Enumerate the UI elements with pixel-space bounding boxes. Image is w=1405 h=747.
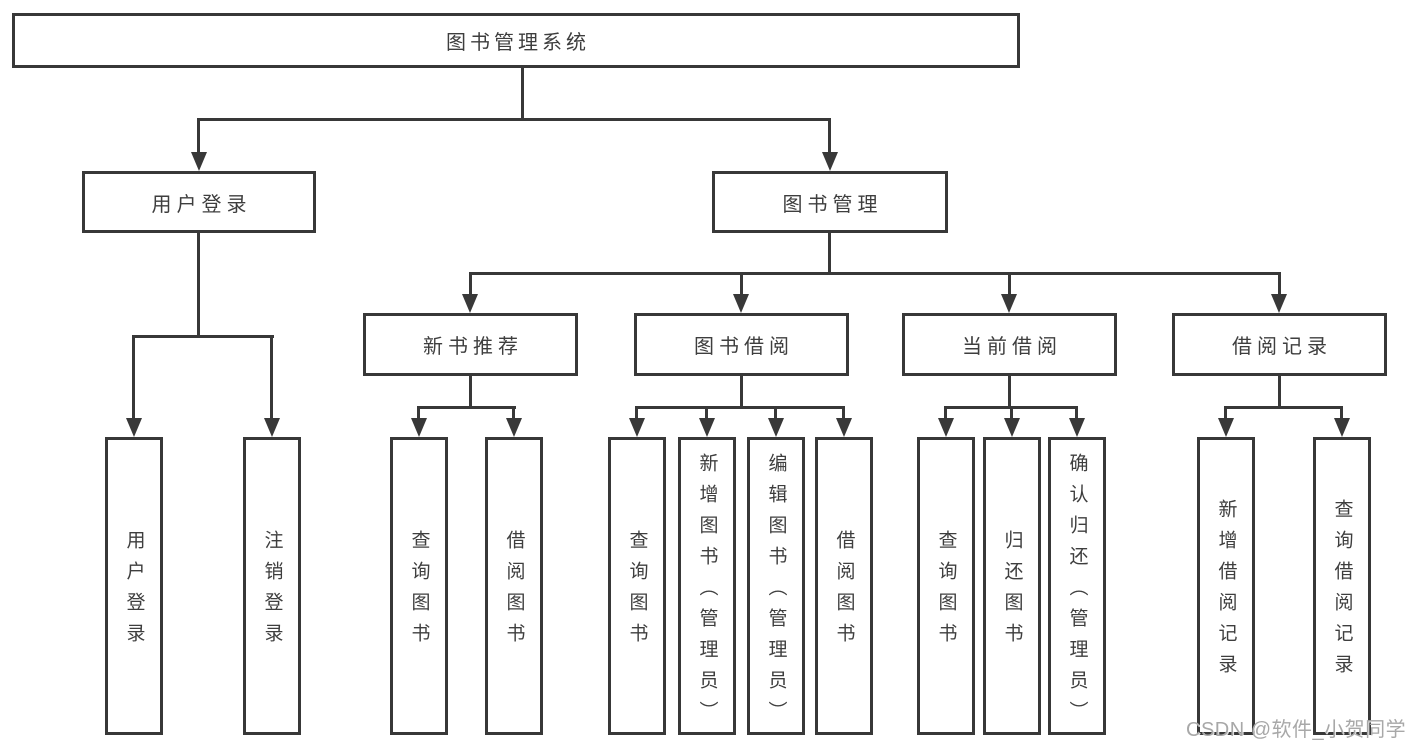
node-label: 编辑图书（管理员） bbox=[765, 452, 787, 732]
arrowhead-login bbox=[126, 418, 142, 437]
arrowhead-logout bbox=[264, 418, 280, 437]
arrow-line-nb-query-books bbox=[417, 406, 420, 418]
node-label: 注销登录 bbox=[261, 530, 283, 654]
arrow-line-cb-confirm-return bbox=[1075, 406, 1078, 418]
book-management-stub-line bbox=[828, 233, 831, 272]
node-label: 新增图书（管理员） bbox=[696, 452, 718, 732]
csdn-watermark: CSDN @软件_小贺同学 bbox=[1186, 719, 1405, 741]
node-label: 用户登录 bbox=[151, 193, 252, 216]
leaf-cb-confirm-return-admin: 确认归还（管理员） bbox=[1048, 437, 1106, 735]
arrow-line-user-login bbox=[197, 118, 200, 152]
node-label: 当前借阅 bbox=[962, 336, 1062, 358]
leaf-bb-query-books: 查询图书 bbox=[608, 437, 666, 735]
arrow-line-book-management bbox=[828, 118, 831, 152]
arrowhead-bb-add-books bbox=[699, 418, 715, 437]
node-label: 图书管理 bbox=[782, 193, 883, 216]
root-split-line bbox=[197, 118, 831, 121]
node-label: 新书推荐 bbox=[423, 336, 523, 358]
leaf-nb-borrow-books: 借阅图书 bbox=[485, 437, 543, 735]
arrow-line-borrowing-records bbox=[1278, 272, 1281, 294]
arrow-line-cb-query-books bbox=[944, 406, 947, 418]
arrow-line-br-add-record bbox=[1224, 406, 1227, 418]
node-label: 查询图书 bbox=[935, 530, 957, 654]
arrowhead-br-query-record bbox=[1334, 418, 1350, 437]
arrow-line-bb-borrow-books bbox=[842, 406, 845, 418]
arrow-line-new-book-recommend bbox=[469, 272, 472, 294]
arrow-line-bb-edit-books bbox=[774, 406, 777, 418]
node-label: 借阅图书 bbox=[833, 530, 855, 654]
arrow-line-logout bbox=[270, 335, 273, 418]
node-book-borrowing: 图书借阅 bbox=[634, 313, 849, 376]
new-book-recommend-split-line bbox=[417, 406, 516, 409]
arrow-line-book-borrowing bbox=[740, 272, 743, 294]
node-label: 归还图书 bbox=[1001, 530, 1023, 654]
root-stub-line bbox=[521, 68, 524, 118]
node-borrowing-records: 借阅记录 bbox=[1172, 313, 1387, 376]
leaf-br-add-borrowing-record: 新增借阅记录 bbox=[1197, 437, 1255, 735]
node-label: 查询图书 bbox=[626, 530, 648, 654]
new-book-recommend-stub-line bbox=[469, 376, 472, 406]
arrowhead-bb-query-books bbox=[629, 418, 645, 437]
arrow-line-current-borrowing bbox=[1008, 272, 1011, 294]
arrowhead-br-add-record bbox=[1218, 418, 1234, 437]
node-label: 查询图书 bbox=[408, 530, 430, 654]
arrowhead-cb-return-books bbox=[1004, 418, 1020, 437]
borrowing-records-stub-line bbox=[1278, 376, 1281, 406]
node-current-borrowing: 当前借阅 bbox=[902, 313, 1117, 376]
user-login-split-line bbox=[132, 335, 274, 338]
arrowhead-book-borrowing bbox=[733, 294, 749, 313]
arrowhead-nb-borrow-books bbox=[506, 418, 522, 437]
leaf-cb-return-books: 归还图书 bbox=[983, 437, 1041, 735]
node-user-login: 用户登录 bbox=[82, 171, 316, 233]
leaf-logout: 注销登录 bbox=[243, 437, 301, 735]
node-label: 图书管理系统 bbox=[446, 32, 590, 54]
arrowhead-bb-borrow-books bbox=[836, 418, 852, 437]
node-label: 图书借阅 bbox=[694, 336, 794, 358]
arrowhead-current-borrowing bbox=[1001, 294, 1017, 313]
leaf-bb-edit-books-admin: 编辑图书（管理员） bbox=[747, 437, 805, 735]
node-label: 确认归还（管理员） bbox=[1066, 452, 1088, 732]
node-label: 查询借阅记录 bbox=[1331, 499, 1353, 685]
book-borrowing-stub-line bbox=[740, 376, 743, 406]
leaf-user-login: 用户登录 bbox=[105, 437, 163, 735]
book-management-split-line bbox=[469, 272, 1281, 275]
node-label: 新增借阅记录 bbox=[1215, 499, 1237, 685]
arrowhead-cb-confirm-return bbox=[1069, 418, 1085, 437]
arrowhead-user-login bbox=[191, 152, 207, 171]
arrow-line-login bbox=[132, 335, 135, 418]
arrowhead-cb-query-books bbox=[938, 418, 954, 437]
node-label: 借阅图书 bbox=[503, 530, 525, 654]
arrowhead-borrowing-records bbox=[1271, 294, 1287, 313]
arrow-line-cb-return-books bbox=[1010, 406, 1013, 418]
arrow-line-bb-add-books bbox=[705, 406, 708, 418]
arrow-line-nb-borrow-books bbox=[512, 406, 515, 418]
arrow-line-bb-query-books bbox=[635, 406, 638, 418]
node-book-management: 图书管理 bbox=[712, 171, 948, 233]
leaf-br-query-borrowing-record: 查询借阅记录 bbox=[1313, 437, 1371, 735]
arrowhead-new-book-recommend bbox=[462, 294, 478, 313]
node-library-management-system: 图书管理系统 bbox=[12, 13, 1020, 68]
node-new-book-recommend: 新书推荐 bbox=[363, 313, 578, 376]
arrowhead-bb-edit-books bbox=[768, 418, 784, 437]
book-borrowing-split-line bbox=[635, 406, 844, 409]
leaf-bb-borrow-books: 借阅图书 bbox=[815, 437, 873, 735]
user-login-stub-line bbox=[197, 233, 200, 335]
leaf-cb-query-books: 查询图书 bbox=[917, 437, 975, 735]
arrowhead-nb-query-books bbox=[411, 418, 427, 437]
borrowing-records-split-line bbox=[1224, 406, 1343, 409]
current-borrowing-stub-line bbox=[1008, 376, 1011, 406]
arrow-line-br-query-record bbox=[1340, 406, 1343, 418]
leaf-bb-add-books-admin: 新增图书（管理员） bbox=[678, 437, 736, 735]
leaf-nb-query-books: 查询图书 bbox=[390, 437, 448, 735]
arrowhead-book-management bbox=[822, 152, 838, 171]
node-label: 用户登录 bbox=[123, 530, 145, 654]
node-label: 借阅记录 bbox=[1232, 336, 1332, 358]
